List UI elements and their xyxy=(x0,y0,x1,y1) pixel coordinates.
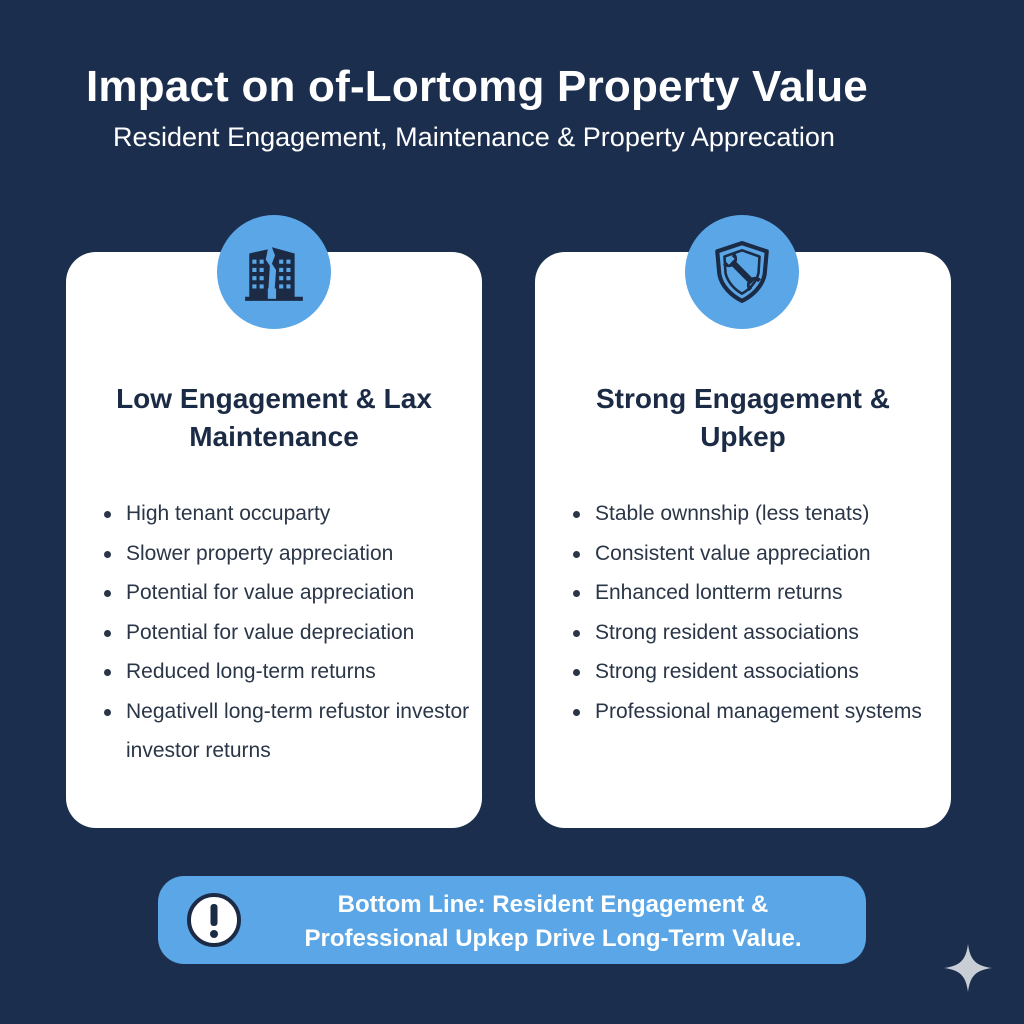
strong-engagement-card: Strong Engagement & Upkep Stable ownnshi… xyxy=(535,252,951,828)
low-engagement-heading: Low Engagement & Lax Maintenance xyxy=(116,383,432,452)
page-title: Impact on of-Lortomg Property Value xyxy=(86,62,868,111)
bottom-line-second: Professional Upkep Drive Long-Term Value… xyxy=(304,925,802,952)
list-item: Potential for value appreciation xyxy=(102,573,472,613)
damaged-building-badge xyxy=(217,215,331,329)
list-item: Strong resident associations xyxy=(571,613,941,653)
list-item: Potential for value depreciation xyxy=(102,613,472,653)
list-item: Negativell long-term refustor investor i… xyxy=(102,692,472,771)
list-item: Consistent value appreciation xyxy=(571,534,941,574)
damaged-building-icon xyxy=(245,247,303,301)
low-engagement-card: Low Engagement & Lax Maintenance High te… xyxy=(66,252,482,828)
low-engagement-list: High tenant occuparty Slower property ap… xyxy=(102,494,472,771)
page-subtitle: Resident Engagement, Maintenance & Prope… xyxy=(113,122,835,152)
shield-wrench-badge xyxy=(685,215,799,329)
bottom-line-banner: Bottom Line: Resident Engagement & Profe… xyxy=(158,876,866,964)
strong-engagement-heading: Strong Engagement & Upkep xyxy=(595,383,890,452)
sparkle-icon xyxy=(944,944,992,992)
list-item: Reduced long-term returns xyxy=(102,652,472,692)
list-item: High tenant occuparty xyxy=(102,494,472,534)
exclamation-icon xyxy=(187,893,241,947)
list-item: Slower property appreciation xyxy=(102,534,472,574)
shield-wrench-icon xyxy=(715,241,769,303)
list-item: Strong resident associations xyxy=(571,652,941,692)
list-item: Professional management systems xyxy=(571,692,941,732)
list-item: Stable ownnship (less tenats) xyxy=(571,494,941,534)
bottom-line-first: Bottom Line: Resident Engagement & xyxy=(337,891,769,918)
list-item: Enhanced lontterm returns xyxy=(571,573,941,613)
strong-engagement-list: Stable ownnship (less tenats) Consistent… xyxy=(571,494,941,731)
bottom-line-text: Bottom Line: Resident Engagement & Profe… xyxy=(256,888,850,956)
